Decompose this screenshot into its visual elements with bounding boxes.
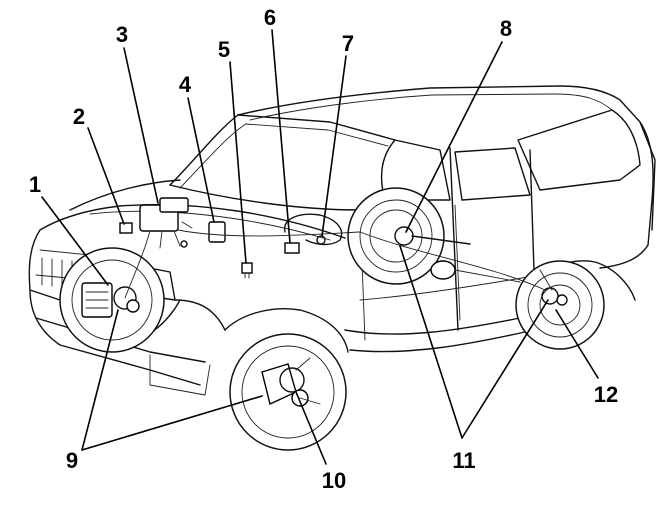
- brake-lines: [124, 229, 546, 299]
- relay-6: [284, 242, 300, 254]
- callout-11: 11: [452, 448, 475, 473]
- callout-8: 8: [500, 16, 512, 41]
- callout-labels: 1 2 3 4 5 6 7 8 9 10 11 12: [29, 5, 618, 493]
- callout-2: 2: [73, 104, 85, 129]
- callout-9: 9: [66, 448, 78, 473]
- leader-lines: [41, 29, 599, 465]
- callout-6: 6: [264, 5, 276, 30]
- ecu-box-4: [208, 221, 226, 243]
- front-right-wheel: [229, 333, 347, 451]
- callout-10: 10: [322, 468, 346, 493]
- callout-1: 1: [29, 172, 41, 197]
- connector-5: [241, 262, 253, 279]
- callout-7: 7: [342, 31, 354, 56]
- rear-right-wheel: [515, 260, 605, 350]
- wiring-harness-7: [284, 213, 343, 246]
- callout-12: 12: [594, 382, 618, 407]
- rear-left-wheel: [347, 187, 521, 285]
- callout-5: 5: [218, 37, 230, 62]
- abs-actuator: [139, 197, 193, 249]
- front-left-wheel: [59, 247, 165, 353]
- callout-4: 4: [179, 72, 192, 97]
- callout-3: 3: [116, 22, 128, 47]
- relay-block-2: [119, 222, 133, 234]
